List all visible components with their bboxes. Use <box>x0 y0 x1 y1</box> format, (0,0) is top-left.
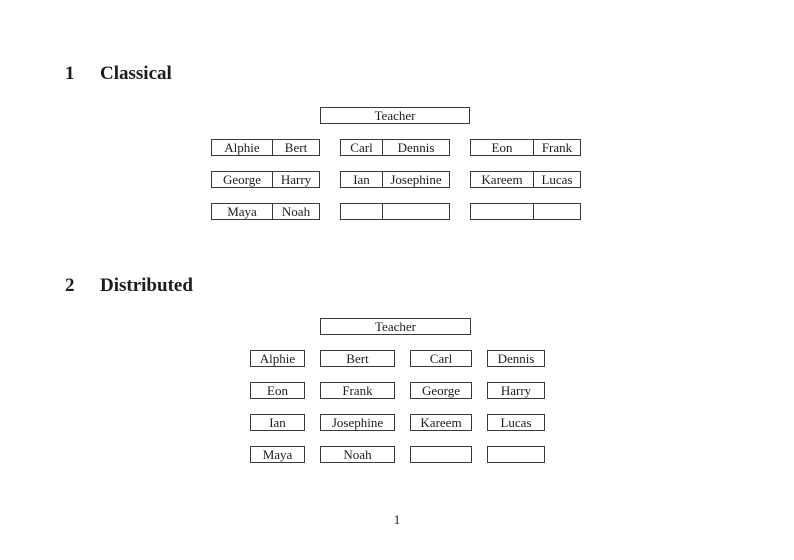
seat: Carl <box>341 140 383 155</box>
desk: Ian Josephine <box>340 171 450 188</box>
page-number: 1 <box>393 512 401 527</box>
seat: Ian <box>341 172 383 187</box>
desk-row: Alphie Bert Carl Dennis Eon Frank <box>211 139 581 156</box>
section-heading-classical: 1 Classical <box>65 63 172 85</box>
section-heading-distributed: 2 Distributed <box>65 275 193 297</box>
desk-row: Ian Josephine Kareem Lucas <box>250 414 545 431</box>
seat-empty <box>341 204 383 219</box>
seat: Josephine <box>390 172 442 187</box>
seat: Frank <box>320 382 395 399</box>
teacher-desk: Teacher <box>320 107 470 124</box>
desk: Maya Noah <box>211 203 320 220</box>
seat: Noah <box>320 446 395 463</box>
desk-row: Eon Frank George Harry <box>250 382 545 399</box>
seat: Kareem <box>471 172 534 187</box>
seat: Dennis <box>397 140 435 155</box>
seat: Maya <box>250 446 305 463</box>
seat: Eon <box>250 382 305 399</box>
seat: Frank <box>541 140 573 155</box>
desk: Alphie Bert <box>211 139 320 156</box>
desk-row: George Harry Ian Josephine Kareem Lucas <box>211 171 581 188</box>
seat: Lucas <box>541 172 573 187</box>
desk <box>340 203 450 220</box>
seat: Kareem <box>410 414 472 431</box>
seat-empty <box>487 446 545 463</box>
seat: Josephine <box>320 414 395 431</box>
seat: Ian <box>250 414 305 431</box>
seat-empty <box>383 204 449 219</box>
seat: Maya <box>212 204 273 219</box>
seat-empty <box>410 446 472 463</box>
seat: Eon <box>471 140 534 155</box>
section-number: 2 <box>65 275 75 296</box>
teacher-label: Teacher <box>375 318 416 334</box>
section-title: Classical <box>100 63 172 84</box>
seat: George <box>212 172 273 187</box>
desk-row: Maya Noah <box>250 446 545 463</box>
desk: Eon Frank <box>470 139 581 156</box>
seat: Lucas <box>487 414 545 431</box>
teacher-desk: Teacher <box>320 318 471 335</box>
seat-empty <box>471 204 534 219</box>
seat: Carl <box>410 350 472 367</box>
desk: Carl Dennis <box>340 139 450 156</box>
seat-empty <box>534 204 580 219</box>
section-title: Distributed <box>100 275 193 296</box>
desk <box>470 203 581 220</box>
seat: Dennis <box>487 350 545 367</box>
desk-row: Alphie Bert Carl Dennis <box>250 350 545 367</box>
seat: Bert <box>320 350 395 367</box>
seat: Harry <box>487 382 545 399</box>
desk-row: Maya Noah <box>211 203 581 220</box>
seat: Bert <box>284 140 308 155</box>
seat: Alphie <box>250 350 305 367</box>
seat: Noah <box>281 204 311 219</box>
section-number: 1 <box>65 63 75 84</box>
teacher-label: Teacher <box>374 107 416 123</box>
desk: Kareem Lucas <box>470 171 581 188</box>
desk: George Harry <box>211 171 320 188</box>
seat: Alphie <box>212 140 273 155</box>
seat: George <box>410 382 472 399</box>
seat: Harry <box>280 172 312 187</box>
